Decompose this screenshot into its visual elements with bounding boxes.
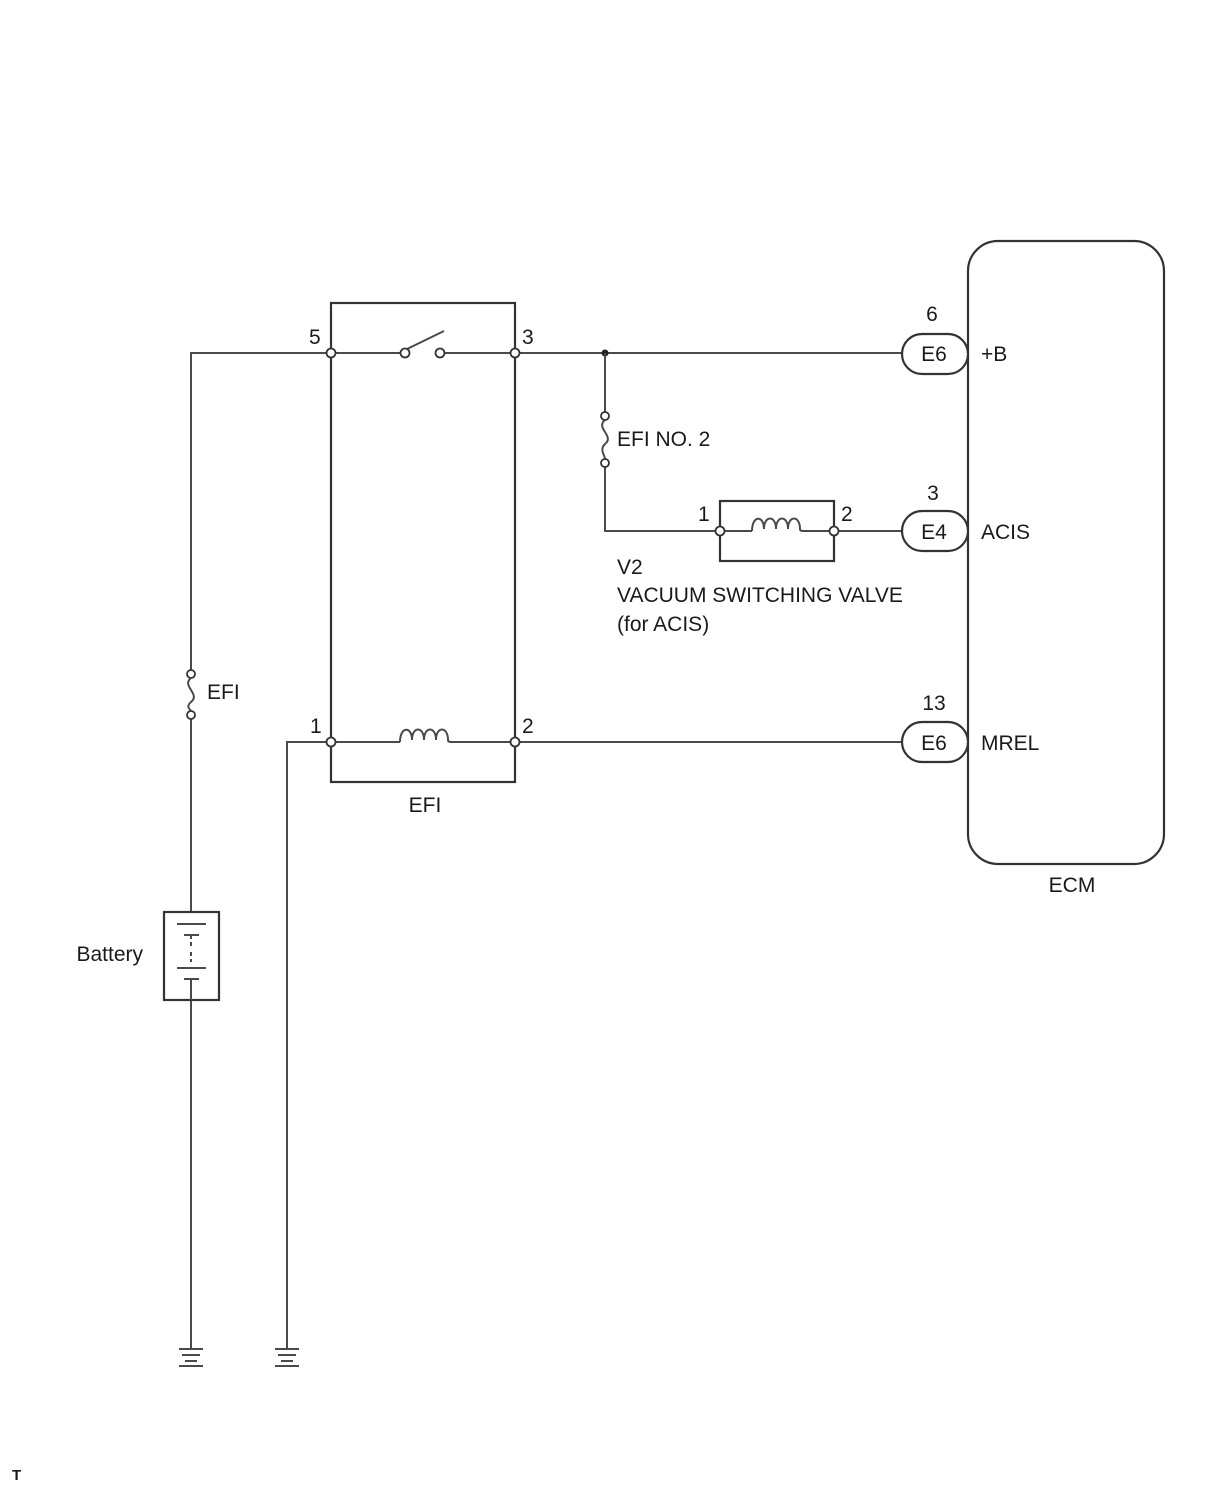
relay-terminal-1: [325, 736, 337, 748]
valve-pin-1: 1: [698, 503, 710, 526]
ecm-connector-b: E6 6 +B: [900, 303, 1007, 376]
ecm-signal-label: ACIS: [981, 521, 1030, 544]
relay-pin-5: 5: [309, 326, 321, 349]
ground-icon: [275, 1348, 299, 1367]
valve-name: VACUUM SWITCHING VALVE: [617, 584, 903, 607]
relay-terminal-3: [509, 347, 521, 359]
efi-relay-box: [329, 301, 517, 784]
ecm-signal-label: +B: [981, 343, 1007, 366]
connector-pin: 13: [922, 692, 945, 715]
relay-pin-2: 2: [522, 715, 534, 738]
wire-efi-no2-to-valve: [604, 464, 720, 532]
wire-relay-coil-ground: [286, 741, 331, 1348]
ecm-connector-mrel: E6 13 MREL: [900, 692, 1039, 764]
efi-no2-fuse-icon: [600, 411, 610, 468]
ecm-box: [966, 239, 1166, 866]
efi-no2-fuse-label: EFI NO. 2: [617, 428, 710, 451]
battery-icon: [162, 910, 221, 1002]
relay-terminal-2: [509, 736, 521, 748]
relay-terminal-5: [325, 347, 337, 359]
connector-code: E6: [921, 343, 947, 366]
ecm-connector-acis: E4 3 ACIS: [900, 482, 1030, 553]
ecm-label: ECM: [1049, 874, 1096, 897]
connector-code: E6: [921, 732, 947, 755]
connector-pin: 6: [926, 303, 938, 326]
connector-code: E4: [921, 521, 947, 544]
relay-pin-1: 1: [310, 715, 322, 738]
wire-battery-to-relay: [190, 352, 331, 673]
relay-pin-3: 3: [522, 326, 534, 349]
battery-label: Battery: [76, 943, 143, 966]
footer-mark: T: [12, 1467, 21, 1484]
valve-code: V2: [617, 556, 643, 579]
ground-icon: [179, 1348, 203, 1367]
relay-coil-icon: [331, 728, 515, 743]
valve-pin-2: 2: [841, 503, 853, 526]
efi-fuse-label: EFI: [207, 681, 240, 704]
relay-switch-icon: [331, 330, 515, 359]
efi-relay-label: EFI: [409, 794, 442, 817]
efi-fuse-icon: [186, 669, 196, 720]
valve-coil-icon: [714, 517, 840, 537]
valve-sub: (for ACIS): [617, 613, 709, 636]
ecm-signal-label: MREL: [981, 732, 1039, 755]
connector-pin: 3: [927, 482, 939, 505]
